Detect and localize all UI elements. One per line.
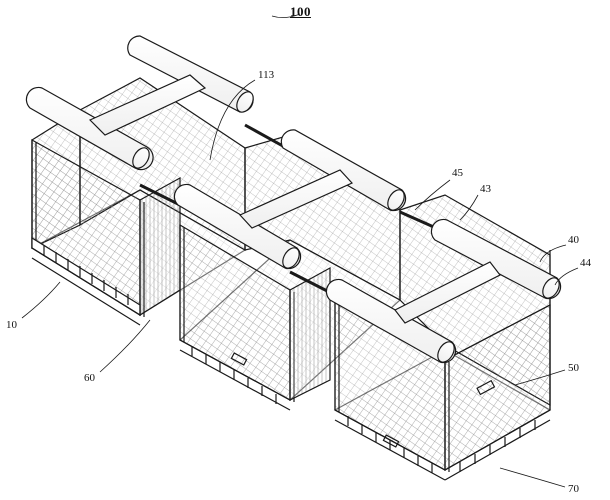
- label-44: 44: [580, 257, 591, 269]
- label-43: 43: [480, 183, 491, 195]
- leader-lines: [21, 13, 579, 488]
- label-45: 45: [452, 167, 463, 179]
- label-50: 50: [568, 362, 579, 374]
- label-10: 10: [6, 319, 17, 331]
- label-40: 40: [568, 234, 579, 246]
- label-113: 113: [258, 69, 275, 81]
- label-60: 60: [84, 372, 95, 384]
- cage-3: [333, 194, 552, 481]
- label-70: 70: [568, 483, 579, 495]
- figure-title: 100: [290, 4, 311, 19]
- floats: [25, 35, 562, 364]
